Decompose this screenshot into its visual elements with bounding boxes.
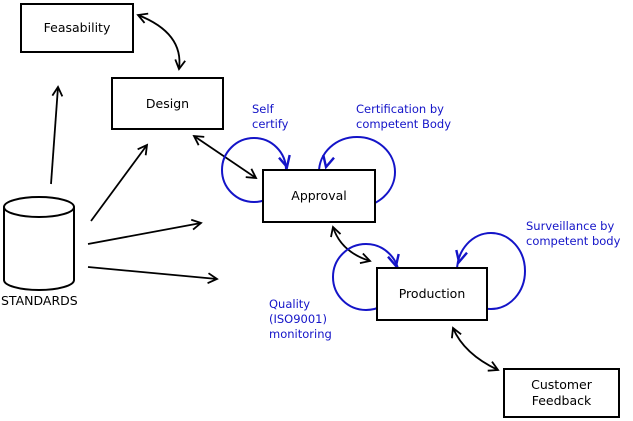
- loop-surveillance-arrowhead-icon: [455, 249, 468, 265]
- loop-certification-arrowhead-icon: [322, 154, 335, 170]
- arrow-feasability-design: [136, 12, 186, 71]
- arrow-standards-feasability: [50, 85, 64, 185]
- arrow-approval-production: [330, 225, 372, 264]
- loop-self-certify-arrowhead-icon: [278, 154, 291, 170]
- node-design: Design: [111, 77, 224, 130]
- annotation-self-certify: Self certify: [252, 102, 289, 131]
- node-feasability: Feasability: [20, 3, 134, 53]
- node-approval-label: Approval: [291, 188, 347, 203]
- node-customer-feedback-label: Customer Feedback: [531, 377, 592, 408]
- annotation-surveillance: Surveillance by competent body: [526, 219, 621, 248]
- datastore-label: STANDARDS: [1, 293, 78, 308]
- node-feasability-label: Feasability: [43, 20, 111, 35]
- node-customer-feedback: Customer Feedback: [503, 368, 620, 418]
- node-production-label: Production: [398, 286, 466, 301]
- arrow-standards-production: [87, 266, 219, 284]
- arrow-production-customer-feedback: [451, 326, 500, 372]
- arrow-standards-approval: [87, 218, 203, 245]
- node-design-label: Design: [145, 95, 190, 111]
- annotation-certification: Certification by competent Body: [356, 102, 452, 131]
- annotation-quality-monitoring: Quality (ISO9001) monitoring: [269, 297, 332, 341]
- loop-quality-arrowhead-icon: [387, 253, 400, 269]
- node-production: Production: [376, 267, 488, 321]
- database-cylinder-icon: [3, 196, 75, 291]
- node-approval: Approval: [262, 169, 376, 223]
- arrow-standards-design: [90, 143, 149, 222]
